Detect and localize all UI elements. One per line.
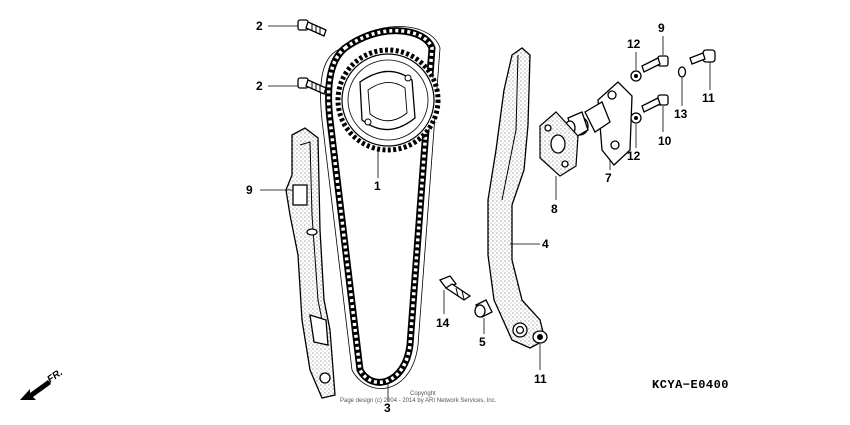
copyright-line1: Copyright xyxy=(410,391,436,397)
copyright-line2: Page design (c) 2004 - 2014 by ARI Netwo… xyxy=(340,398,497,404)
callout-2-lower: 2 xyxy=(256,79,263,93)
callout-5: 5 xyxy=(479,335,486,349)
callout-12-upper: 12 xyxy=(627,37,641,51)
sprocket-bolt-lower xyxy=(297,77,327,95)
tensioner-gasket xyxy=(539,111,579,177)
sealing-washer xyxy=(677,66,687,78)
cam-sprocket xyxy=(335,47,441,153)
callout-3: 3 xyxy=(384,401,391,415)
washer-lower xyxy=(630,112,642,124)
diagram-code: KCYA−E0400 xyxy=(652,378,729,392)
callout-2-upper: 2 xyxy=(256,19,263,33)
callout-9-upper: 9 xyxy=(658,21,665,35)
cam-chain-guide xyxy=(285,127,336,399)
collar xyxy=(474,299,493,318)
callout-11: 11 xyxy=(534,372,547,386)
tensioner-arm xyxy=(487,47,546,349)
leader-lines xyxy=(260,25,711,402)
callout-13: 13 xyxy=(674,107,688,121)
callout-7: 8 xyxy=(551,202,558,216)
callout-10: 11 xyxy=(702,91,715,105)
pivot-bolt xyxy=(438,275,472,301)
tensioner-bolt-upper xyxy=(641,55,669,73)
callout-9-lower: 10 xyxy=(658,134,672,148)
callout-8: 9 xyxy=(246,183,253,197)
sprocket-bolt-upper xyxy=(297,19,327,37)
callout-4: 4 xyxy=(542,237,549,251)
front-direction-arrow: FR. xyxy=(20,367,65,400)
tensioner-bolt-lower xyxy=(641,94,669,113)
callout-1: 1 xyxy=(374,179,381,193)
washer-11 xyxy=(532,330,548,344)
callout-6: 7 xyxy=(605,171,612,185)
washer-upper xyxy=(630,70,642,82)
sealing-bolt xyxy=(689,49,716,65)
callout-14: 14 xyxy=(436,316,450,330)
tensioner-lifter xyxy=(564,81,633,166)
callout-12-lower: 12 xyxy=(627,149,641,163)
